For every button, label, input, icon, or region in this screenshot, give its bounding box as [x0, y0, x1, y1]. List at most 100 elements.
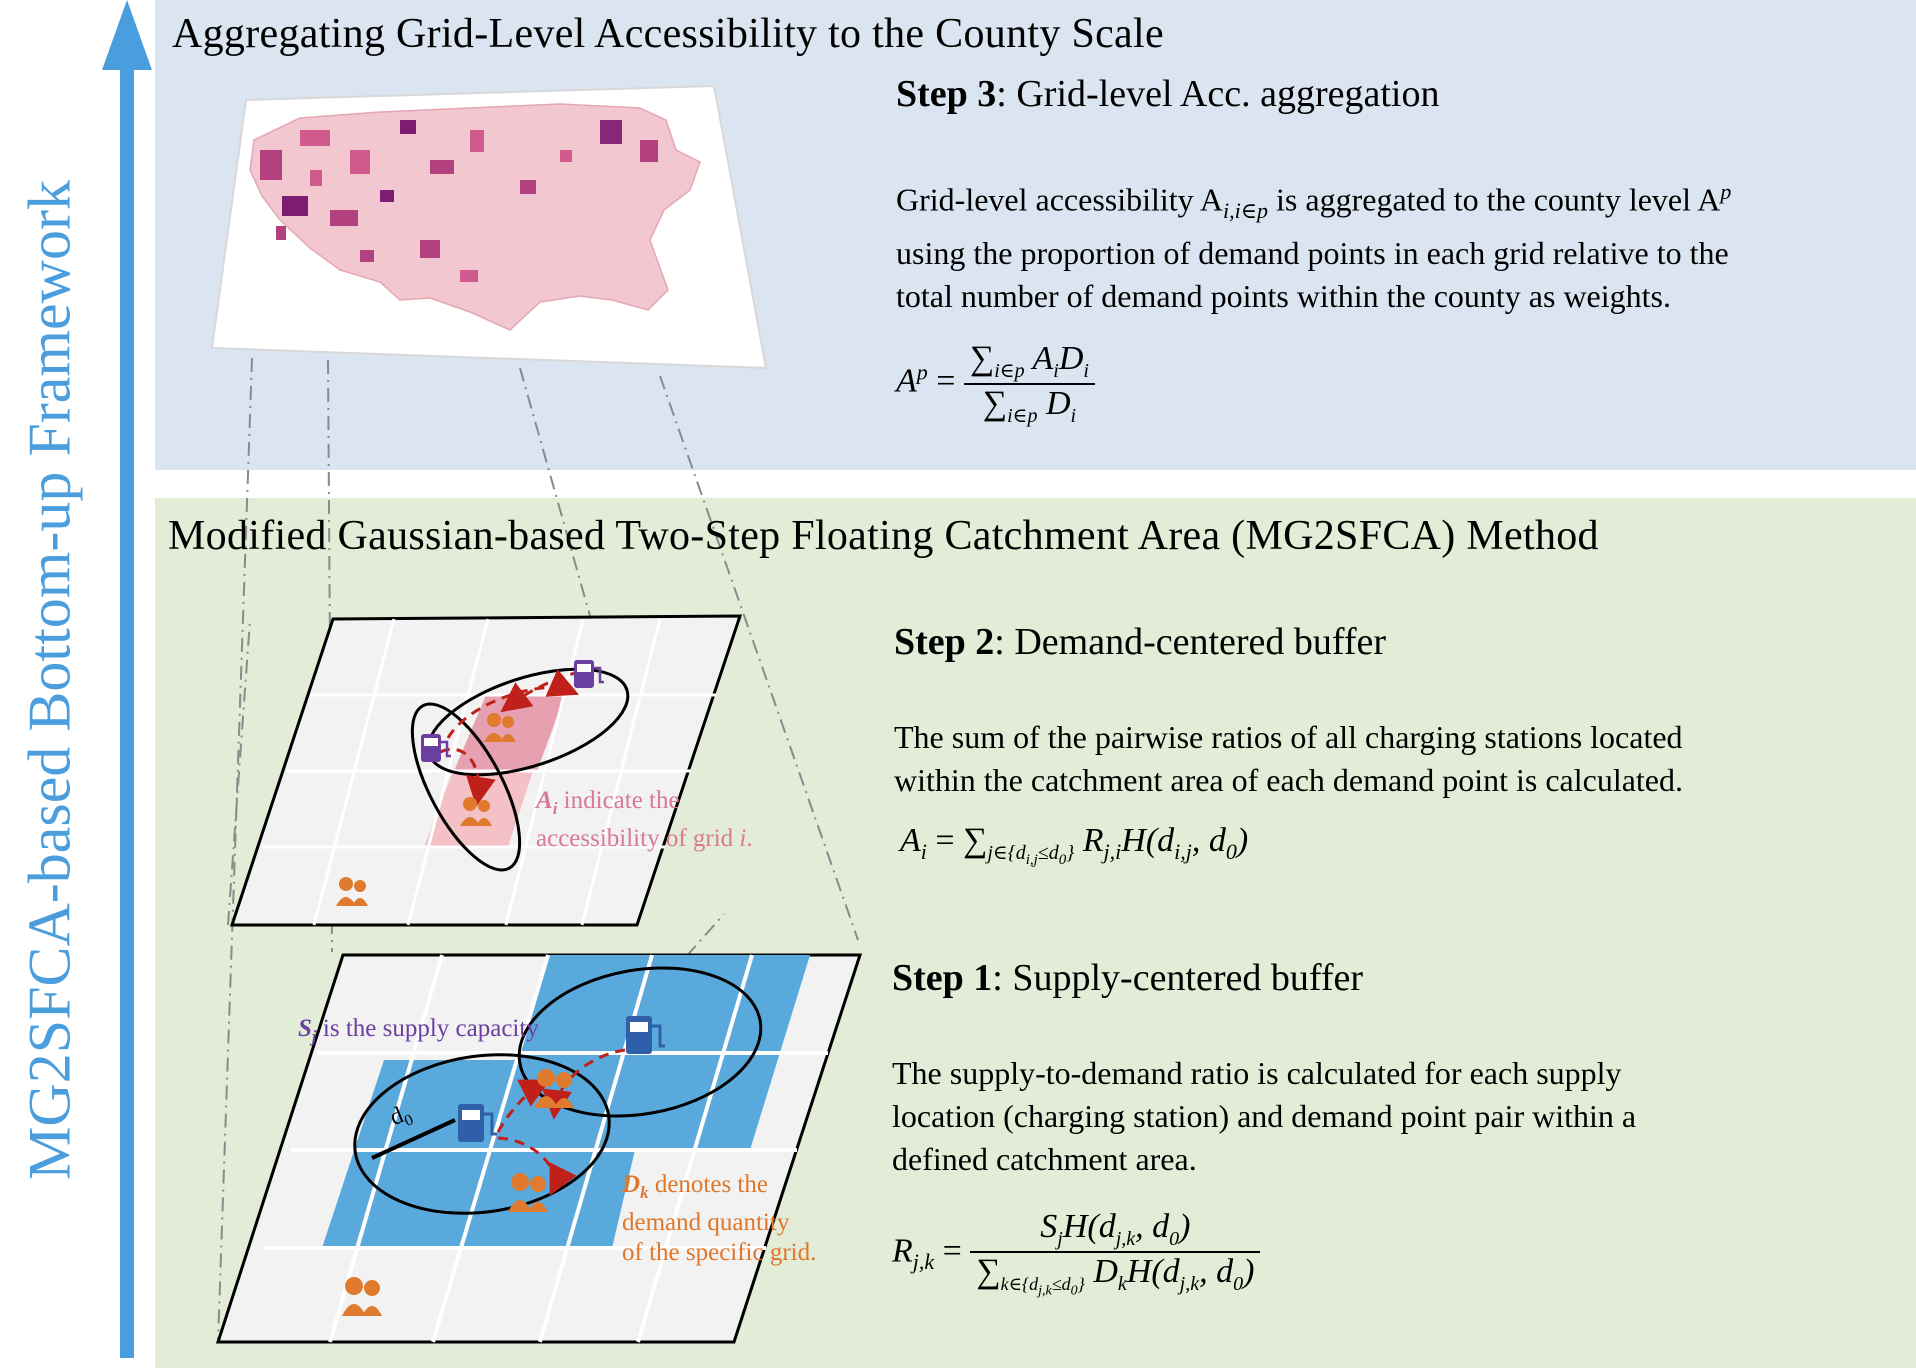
demand-people-icon: [484, 713, 516, 742]
num-d-sub: i: [1083, 359, 1089, 382]
mg2sfca-heading: Modified Gaussian-based Two-Step Floatin…: [168, 513, 1599, 559]
f2-sum-sub-b: i,j: [1025, 851, 1038, 868]
step3-number: Step 3: [896, 73, 997, 115]
dk-annotation-line1: Dk denotes the: [622, 1170, 816, 1208]
county-aggregation-heading: Aggregating Grid-Level Accessibility to …: [172, 11, 1164, 57]
demand-people-icon: [460, 797, 492, 826]
step1-numerator: SjH(dj,k, d0): [970, 1208, 1261, 1253]
f1-r-sub: j,k: [912, 1249, 935, 1275]
demand-grid: [229, 614, 743, 927]
f1-num-s: S: [1040, 1208, 1058, 1245]
ai-annotation-text2: accessibility of grid: [536, 825, 740, 852]
step1-fraction: SjH(dj,k, d0) ∑k∈{dj,k≤d0} DkH(dj,k, d0): [970, 1208, 1261, 1299]
formula-eq: =: [927, 362, 956, 400]
step3-numerator: ∑i∈p AiDi: [963, 340, 1095, 385]
num-sum: ∑: [969, 340, 995, 377]
step3-description: Grid-level accessibility Ai,i∈p is aggre…: [896, 170, 1886, 318]
f1-den-d-sub: k: [1117, 1272, 1127, 1295]
f2-sum-sub-a: j∈{d: [987, 841, 1026, 864]
step3-title: Step 3: Grid-level Acc. aggregation: [896, 72, 1439, 116]
sj-symbol-sub: j: [311, 1027, 317, 1046]
f1-den-sub-e: }: [1077, 1273, 1085, 1294]
f1-den-d: D: [1084, 1252, 1118, 1290]
f1-den-h3: ): [1243, 1252, 1255, 1290]
demand-people-icon: [336, 877, 368, 906]
step3-fraction: ∑ i∈p AiDi ∑i∈p Di: [963, 340, 1095, 428]
step1-description: The supply-to-demand ratio is calculated…: [892, 1052, 1882, 1181]
f2-sum-sub-c: ≤d: [1037, 841, 1059, 864]
step1-denominator: ∑k∈{dj,k≤d0} DkH(dj,k, d0): [970, 1253, 1260, 1299]
f2-eq: = ∑: [926, 822, 988, 859]
dk-annotation: Dk denotes the demand quantity of the sp…: [622, 1170, 816, 1268]
step2-description-line1: The sum of the pairwise ratios of all ch…: [894, 719, 1683, 755]
step3-description-line3: total number of demand points within the…: [896, 278, 1671, 315]
f2-r: R: [1074, 822, 1104, 859]
charging-station-icon: [626, 1016, 665, 1054]
f2-sum-sub-d: 0: [1058, 851, 1067, 868]
f1-den-h2: , d: [1199, 1252, 1234, 1290]
f1-den-sub-b: j,k: [1038, 1283, 1052, 1299]
f1-num-h2: , d: [1135, 1208, 1170, 1245]
f2-sum-sub: j∈{di,j≤d0}: [987, 841, 1075, 868]
num-a-sub: i: [1053, 359, 1059, 382]
f1-den-h-sub: j,k: [1179, 1272, 1200, 1295]
f2-a-sub: i: [920, 838, 927, 864]
f1-den-sub-c: ≤d: [1051, 1273, 1071, 1294]
num-a: A: [1024, 340, 1054, 377]
step1-number: Step 1: [892, 957, 993, 999]
demand-people-icon: [508, 1173, 548, 1212]
map-county-patches: [260, 120, 658, 282]
demand-people-icon: [534, 1069, 574, 1108]
f1-den-sum-sub: k∈{dj,k≤d0}: [1000, 1273, 1085, 1299]
f2-h2-sub: 0: [1225, 838, 1237, 864]
f1-num-h-sub: j,k: [1115, 1227, 1136, 1250]
f2-h2: , d: [1191, 822, 1226, 859]
step3-title-text: : Grid-level Acc. aggregation: [996, 73, 1440, 115]
dk-annotation-text: denotes the: [648, 1171, 768, 1198]
step3-description-line2: using the proportion of demand points in…: [896, 235, 1729, 272]
formula-a: A: [896, 362, 917, 400]
step2-title-text: : Demand-centered buffer: [994, 621, 1387, 663]
charging-station-icon: [574, 660, 604, 688]
step1-title: Step 1: Supply-centered buffer: [892, 956, 1363, 1000]
sj-annotation-text: is the supply capacity: [316, 1015, 539, 1042]
f1-den-h: H(d: [1126, 1252, 1180, 1290]
f2-sum-sub-e: }: [1066, 841, 1075, 864]
den-sum-sub: i∈p: [1007, 404, 1038, 427]
ai-annotation-end: .: [746, 825, 753, 852]
ai-annotation-i: i: [739, 825, 747, 852]
dk-annotation-line3: of the specific grid.: [622, 1239, 817, 1266]
step3-text-mid: is aggregated to the county level A: [1268, 181, 1721, 218]
step3-text-a: Grid-level accessibility A: [896, 181, 1224, 218]
step1-formula: Rj,k = SjH(dj,k, d0) ∑k∈{dj,k≤d0} DkH(dj…: [892, 1208, 1261, 1299]
f1-num-h: H(d: [1062, 1208, 1116, 1245]
f2-r-sub: j,i: [1103, 838, 1122, 864]
dk-symbol-sub: k: [640, 1183, 649, 1202]
step2-number: Step 2: [894, 621, 995, 663]
dk-symbol: D: [622, 1171, 641, 1198]
f2-h: H(d: [1121, 822, 1175, 859]
ai-symbol: A: [536, 787, 553, 814]
f1-den-sub-a: k∈{d: [1000, 1273, 1039, 1294]
demand-people-icon: [342, 1277, 382, 1316]
f2-h-sub: i,j: [1174, 838, 1192, 864]
step3-text-sub: i,i∈p: [1223, 198, 1269, 224]
ai-annotation-text: indicate the: [557, 787, 680, 814]
f1-num-s-sub: j: [1057, 1227, 1063, 1250]
framework-vertical-label: MG2SFCA-based Bottom-up Framework: [16, 180, 83, 1180]
ai-annotation-line2: accessibility of grid i.: [536, 824, 753, 854]
f1-num-h2-sub: 0: [1169, 1227, 1180, 1250]
ai-symbol-sub: i: [552, 799, 558, 818]
step3-denominator: ∑i∈p Di: [964, 385, 1095, 428]
f1-r: R: [892, 1232, 913, 1270]
us-county-map: [210, 84, 768, 370]
f1-den-h2-sub: 0: [1233, 1272, 1244, 1295]
f1-eq: =: [934, 1232, 962, 1270]
sj-symbol: S: [298, 1015, 312, 1042]
step3-formula: Ap = ∑i∈p AiDi ∑i∈p Di: [896, 340, 1095, 428]
charging-station-icon: [458, 1104, 497, 1142]
f1-den-sum: ∑: [976, 1252, 1001, 1290]
den-d: D: [1037, 384, 1071, 422]
den-d-sub: i: [1070, 404, 1077, 427]
